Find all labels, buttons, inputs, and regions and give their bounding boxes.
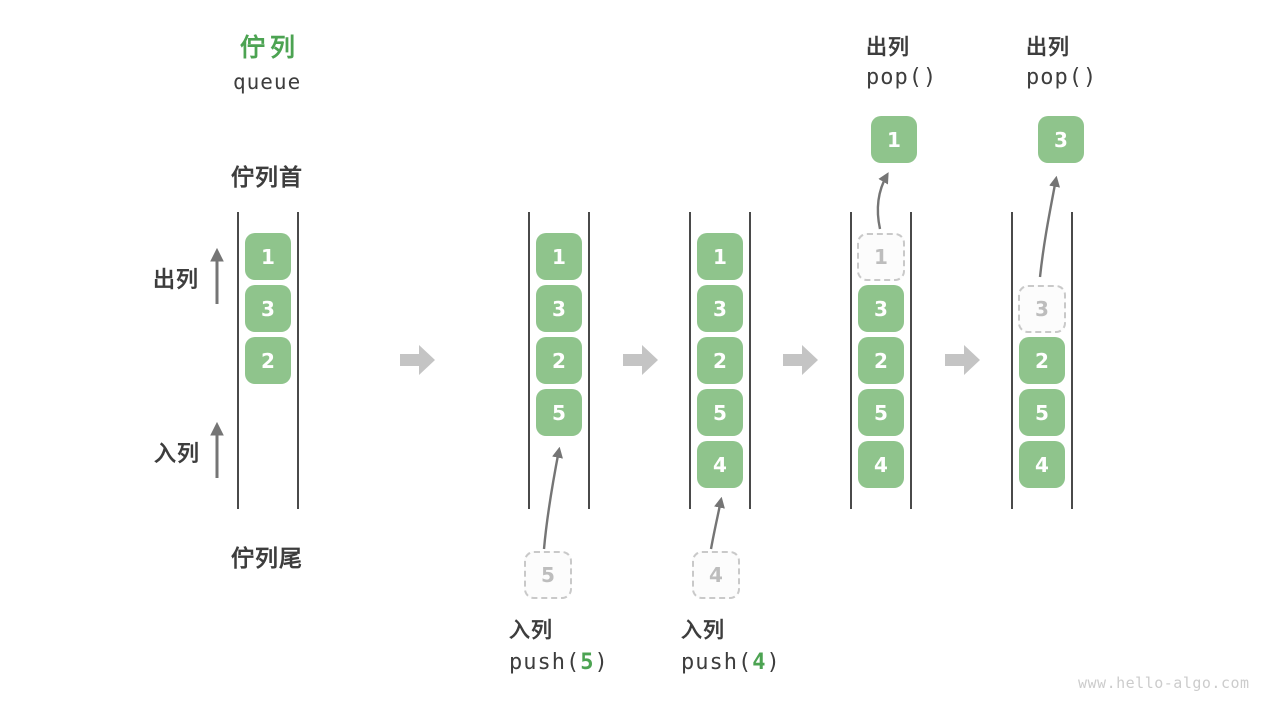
step-arrow-icon — [945, 345, 980, 375]
step-arrow-icon — [623, 345, 658, 375]
enqueue-action-code: push(4) — [681, 650, 781, 675]
queue-front-label: 佇列首 — [231, 164, 303, 190]
queue-item: 3 — [245, 285, 291, 332]
enqueue-action-label: 入列 — [681, 619, 725, 642]
dequeue-action-code: pop() — [866, 65, 938, 90]
incoming-ghost-item: 5 — [524, 551, 572, 599]
popped-item: 1 — [871, 116, 917, 163]
dequeue-side-label: 出列 — [153, 267, 200, 292]
queue-item: 5 — [697, 389, 743, 436]
queue-item: 2 — [1019, 337, 1065, 384]
dequeue-action-code: pop() — [1026, 65, 1098, 90]
queue-item: 4 — [697, 441, 743, 488]
queue-wall-left — [528, 212, 530, 509]
dequeue-action-label: 出列 — [1026, 36, 1070, 59]
queue-item: 5 — [536, 389, 582, 436]
push-arrow-icon — [542, 446, 563, 550]
enqueue-side-label: 入列 — [154, 441, 201, 466]
queue-wall-right — [1071, 212, 1073, 509]
queue-item: 5 — [858, 389, 904, 436]
watermark: www.hello-algo.com — [1078, 674, 1250, 692]
popped-item: 3 — [1038, 116, 1084, 163]
queue-item: 1 — [697, 233, 743, 280]
queue-item: 2 — [697, 337, 743, 384]
queue-item: 1 — [245, 233, 291, 280]
step-arrow-icon — [783, 345, 818, 375]
popped-ghost-item: 3 — [1018, 285, 1066, 333]
queue-item: 4 — [858, 441, 904, 488]
queue-wall-left — [1011, 212, 1013, 509]
push-arrow-icon — [709, 496, 725, 550]
queue-wall-right — [588, 212, 590, 509]
queue-wall-left — [850, 212, 852, 509]
step-arrow-icon — [400, 345, 435, 375]
queue-title-zh: 佇列 — [240, 34, 301, 62]
enqueue-action-label: 入列 — [509, 619, 553, 642]
queue-wall-right — [749, 212, 751, 509]
dequeue-action-label: 出列 — [866, 36, 910, 59]
queue-item: 5 — [1019, 389, 1065, 436]
queue-item: 3 — [697, 285, 743, 332]
queue-item: 2 — [245, 337, 291, 384]
queue-item: 3 — [858, 285, 904, 332]
queue-wall-right — [910, 212, 912, 509]
queue-wall-left — [689, 212, 691, 509]
queue-item: 2 — [536, 337, 582, 384]
queue-rear-label: 佇列尾 — [231, 545, 303, 571]
queue-title-en: queue — [233, 70, 302, 94]
enqueue-action-code: push(5) — [509, 650, 609, 675]
incoming-ghost-item: 4 — [692, 551, 740, 599]
pop-arrow-icon — [1038, 175, 1061, 278]
queue-item: 4 — [1019, 441, 1065, 488]
queue-item: 2 — [858, 337, 904, 384]
queue-wall-left — [237, 212, 239, 509]
popped-ghost-item: 1 — [857, 233, 905, 281]
pop-arrow-icon — [876, 172, 889, 230]
queue-wall-right — [297, 212, 299, 509]
queue-item: 1 — [536, 233, 582, 280]
queue-item: 3 — [536, 285, 582, 332]
